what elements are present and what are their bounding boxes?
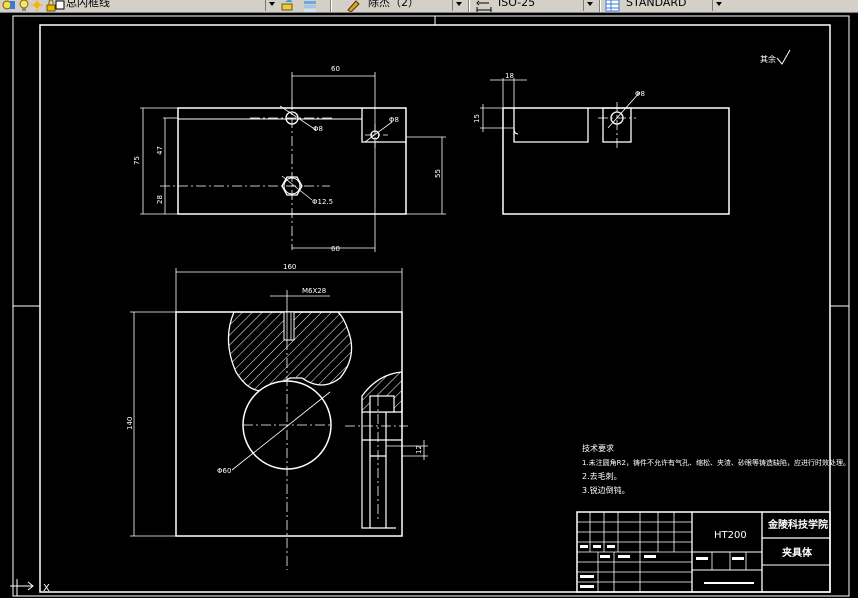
dim-right-height: 55 <box>434 169 442 178</box>
drawing-canvas[interactable]: 60 60 75 47 28 55 Φ8 Φ8 Φ12.5 18 15 Φ8 <box>0 12 858 598</box>
text-style-combo-value: 除杰（2） <box>368 0 419 9</box>
text-style-icon[interactable] <box>346 0 360 12</box>
centering-marks <box>13 16 849 307</box>
sheet-inner-frame <box>39 24 831 593</box>
properties-toolbar: 总闪框线 除杰（2） ISO-25 STANDARD <box>0 0 858 13</box>
school-name: 金陵科技学院 <box>767 518 828 531</box>
dim-left-lower: 28 <box>156 195 164 204</box>
dim-side-hole: Φ8 <box>635 90 645 98</box>
text-style-dropdown[interactable] <box>452 0 465 11</box>
hatched-cavity <box>227 311 353 392</box>
table-style-icon[interactable] <box>605 0 620 12</box>
side-view <box>480 78 730 215</box>
layer-state-icon[interactable] <box>2 0 16 10</box>
tech-req-line3: 3.锐边倒钝。 <box>582 485 630 495</box>
sun-freeze-icon[interactable] <box>30 0 44 12</box>
title-block <box>576 511 831 593</box>
toolbar-separator <box>468 0 470 12</box>
title-block-small-labels <box>580 545 754 588</box>
surface-roughness-note: 其余 <box>760 49 791 65</box>
lock-icon[interactable] <box>44 0 58 12</box>
side-view-outline <box>502 107 730 215</box>
material-label: HT200 <box>714 530 747 541</box>
ucs-x-label: X <box>43 583 50 594</box>
roughness-symbol-icon <box>776 49 791 65</box>
dim-slot: 12 <box>415 445 423 454</box>
dim-thread: M6X28 <box>302 287 326 295</box>
dim-style-combo[interactable]: ISO-25 <box>496 0 582 11</box>
dim-left-total: 75 <box>133 156 141 165</box>
dimension-style-icon[interactable] <box>476 0 492 12</box>
tech-req-line2: 2.去毛刺。 <box>582 471 622 481</box>
dim-bottom-width: 60 <box>331 245 340 253</box>
dim-style-dropdown[interactable] <box>583 0 596 11</box>
dim-hole-large: Φ12.5 <box>312 198 333 206</box>
dim-hole-small-1: Φ8 <box>313 125 323 133</box>
tech-req-line1: 1.未注圆角R2，铸件不允许有气孔、缩松、夹渣、砂眼等铸造缺陷，应进行时效处理。 <box>582 458 850 467</box>
layer-combo[interactable]: 总闪框线 <box>64 0 264 11</box>
front-view <box>130 268 428 570</box>
table-style-dropdown[interactable] <box>712 0 725 11</box>
technical-requirements: 技术要求 1.未注圆角R2，铸件不允许有气孔、缩松、夹渣、砂眼等铸造缺陷，应进行… <box>582 443 850 495</box>
sheet-outer-border <box>12 15 850 597</box>
roughness-label: 其余 <box>760 54 776 64</box>
tech-req-title: 技术要求 <box>582 443 614 453</box>
layer-color-swatch-icon <box>55 0 69 10</box>
ucs-icon <box>10 579 34 596</box>
top-view <box>140 72 446 252</box>
table-style-combo-value: STANDARD <box>626 0 687 9</box>
dim-top-width: 60 <box>331 65 340 73</box>
lightbulb-icon[interactable] <box>17 0 31 11</box>
toolbar-separator <box>599 0 601 12</box>
dim-hole-small-2: Φ8 <box>389 116 399 124</box>
toolbar-separator <box>330 0 332 12</box>
part-name: 夹具体 <box>782 546 813 559</box>
text-style-combo[interactable]: 除杰（2） <box>366 0 452 11</box>
layer-combo-dropdown[interactable] <box>265 0 278 11</box>
layer-manager-icon[interactable] <box>303 0 317 12</box>
dim-front-width: 160 <box>283 263 296 271</box>
table-style-combo[interactable]: STANDARD <box>624 0 712 11</box>
dim-circle-diameter: Φ60 <box>217 467 231 475</box>
dim-side-top: 18 <box>505 72 514 80</box>
dim-style-combo-value: ISO-25 <box>498 0 536 9</box>
dim-left-upper: 47 <box>156 146 164 155</box>
layer-previous-icon[interactable] <box>281 0 295 11</box>
layer-combo-value: 总闪框线 <box>66 0 110 9</box>
dim-front-height: 140 <box>126 417 134 430</box>
title-block-text: HT200 金陵科技学院 夹具体 <box>714 518 828 559</box>
dim-side-left: 15 <box>473 114 481 123</box>
